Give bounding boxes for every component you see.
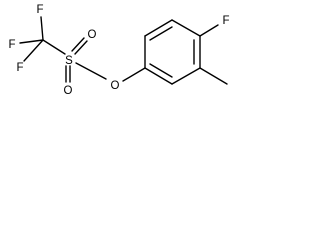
bond-c-f-top — [40, 16, 44, 41]
bond-s-o-top-a — [71, 37, 85, 52]
atom-o-top: O — [88, 29, 97, 41]
bond-c-f-left — [19, 39, 44, 44]
bond-c-s — [42, 39, 66, 55]
atom-f-left: F — [8, 39, 15, 51]
bond-c-f-bottom — [23, 39, 44, 62]
sulfonyl-group — [65, 37, 107, 83]
atom-f-top: F — [36, 4, 43, 16]
atom-o-bottom: O — [64, 85, 73, 97]
molecule-structure: F F F S O O O F — [8, 4, 229, 97]
bond-s-o-link — [75, 62, 107, 80]
aryl-ring — [122, 19, 228, 85]
ring-inner-bond-3 — [149, 63, 173, 78]
ring-inner-bond-1 — [149, 26, 173, 41]
atom-o-link: O — [111, 80, 120, 92]
bond-o-ring — [122, 67, 146, 82]
bond-s-o-top-b — [74, 40, 88, 55]
atom-f-ring: F — [222, 15, 229, 27]
bond-ring-f — [199, 24, 219, 37]
atom-s: S — [65, 55, 73, 67]
atom-labels: F F F S O O O F — [8, 4, 229, 97]
ring-bond-6 — [144, 67, 173, 85]
atom-f-bottom: F — [16, 62, 23, 74]
bond-ring-methyl — [199, 67, 228, 85]
ring-bond-2 — [144, 19, 173, 37]
cf3-group — [19, 16, 66, 62]
ring-bond-5 — [171, 67, 201, 85]
ring-bond-3 — [171, 19, 201, 37]
